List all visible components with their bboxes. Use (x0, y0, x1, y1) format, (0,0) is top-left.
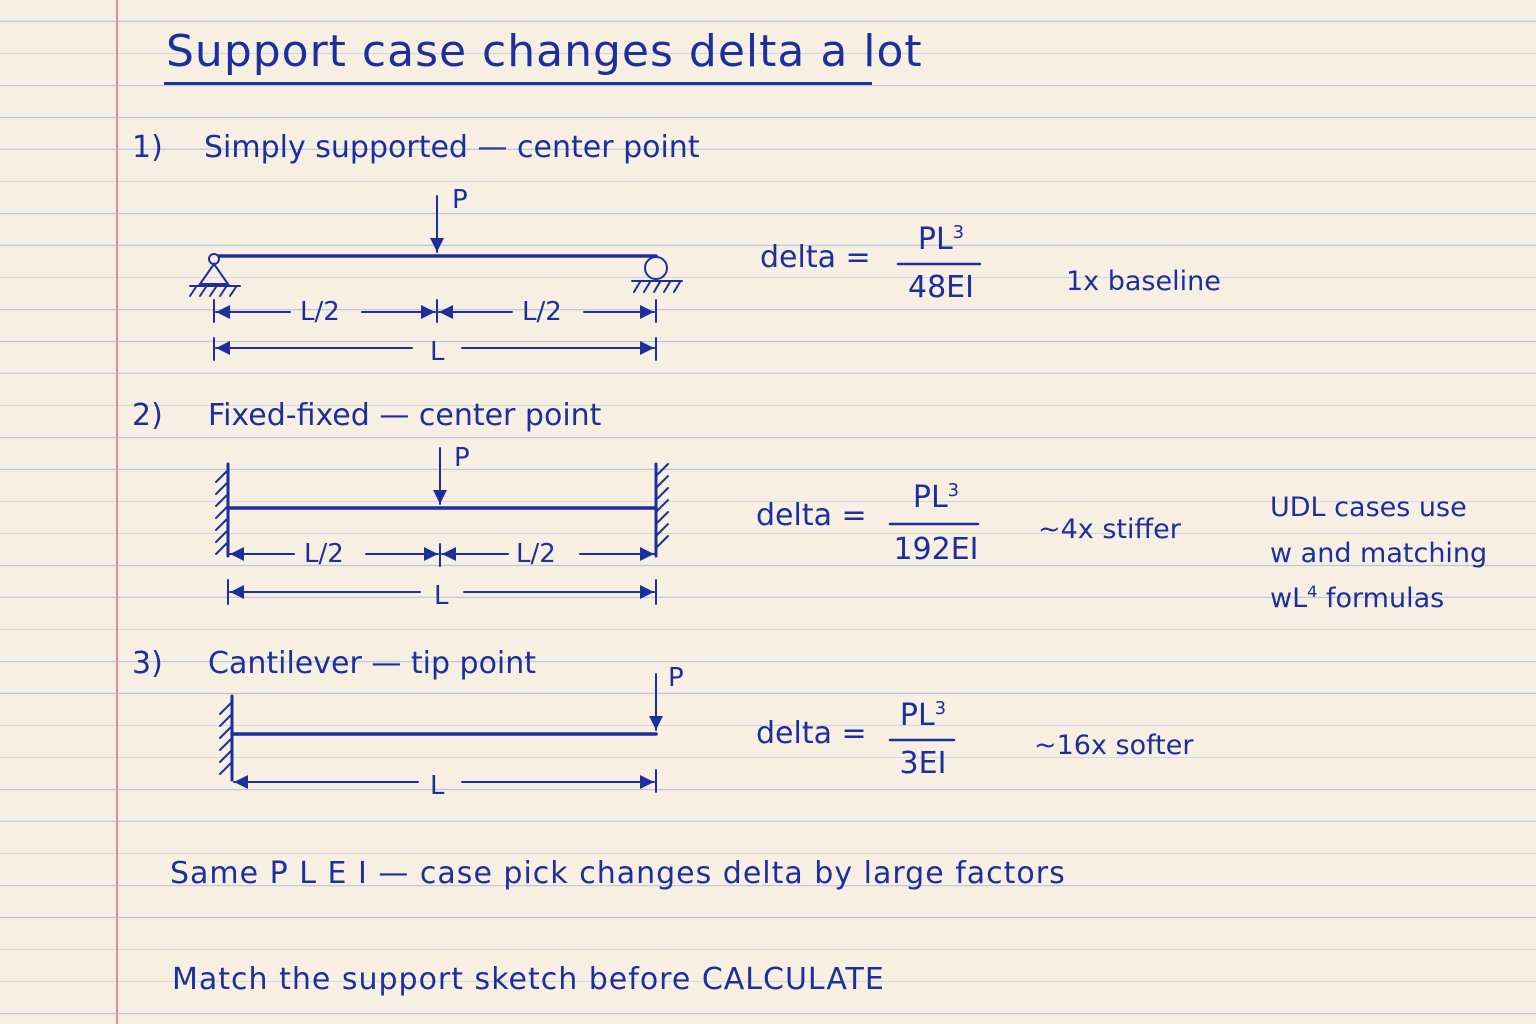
title-underline (164, 82, 872, 85)
case-1-numerator: PL3 (917, 222, 965, 257)
case-3-heading: Cantilever — tip point (208, 646, 537, 681)
page-title: Support case changes delta a lot (166, 26, 923, 77)
case-1-roller-support (631, 256, 683, 293)
case-1-load-label: P (452, 185, 468, 215)
case-2-number: 2) (132, 398, 163, 433)
case-2-numerator: PL3 (912, 480, 960, 515)
case-3-wall (219, 694, 234, 782)
margin-line (116, 0, 118, 1024)
case-1-note: 1x baseline (1066, 266, 1221, 297)
case-2-left-wall (215, 462, 230, 558)
side-note-line-3: wL4 formulas (1270, 582, 1445, 614)
case-2-note: ~4x stiffer (1038, 514, 1181, 545)
case-2-load-label: P (454, 443, 470, 473)
case-1-number: 1) (132, 130, 163, 165)
case-3-load-label: P (668, 663, 684, 693)
case-2-denominator: 192EI (893, 532, 979, 567)
footer-line-2: Match the support sketch before CALCULAT… (172, 962, 885, 997)
side-note-line-1: UDL cases use (1270, 492, 1467, 523)
case-2-dim-half-right: L/2 (516, 539, 556, 569)
side-note-line-2: w and matching (1270, 538, 1488, 569)
case-1-denominator: 48EI (908, 270, 974, 305)
case-3-denominator: 3EI (899, 746, 947, 781)
case-1-formula-lhs: delta = (760, 240, 871, 275)
case-1-dim-span: L (430, 337, 445, 367)
case-1-pin-support (189, 253, 241, 297)
case-3-dim-span: L (430, 771, 445, 801)
case-1-dim-half-left: L/2 (300, 297, 340, 327)
case-1-dim-half-right: L/2 (522, 297, 562, 327)
case-2-formula-lhs: delta = (756, 498, 867, 533)
case-2-heading: Fixed-fixed — center point (208, 398, 602, 433)
case-2-dim-half-left: L/2 (304, 539, 344, 569)
case-2-dim-span: L (434, 581, 449, 611)
footer-line-1: Same P L E I — case pick changes delta b… (170, 856, 1066, 891)
case-3-number: 3) (132, 646, 163, 681)
case-3-formula-lhs: delta = (756, 716, 867, 751)
case-1-heading: Simply supported — center point (204, 130, 700, 165)
case-3-note: ~16x softer (1034, 730, 1194, 761)
case-3-numerator: PL3 (899, 698, 947, 733)
case-2-right-wall (654, 462, 669, 558)
